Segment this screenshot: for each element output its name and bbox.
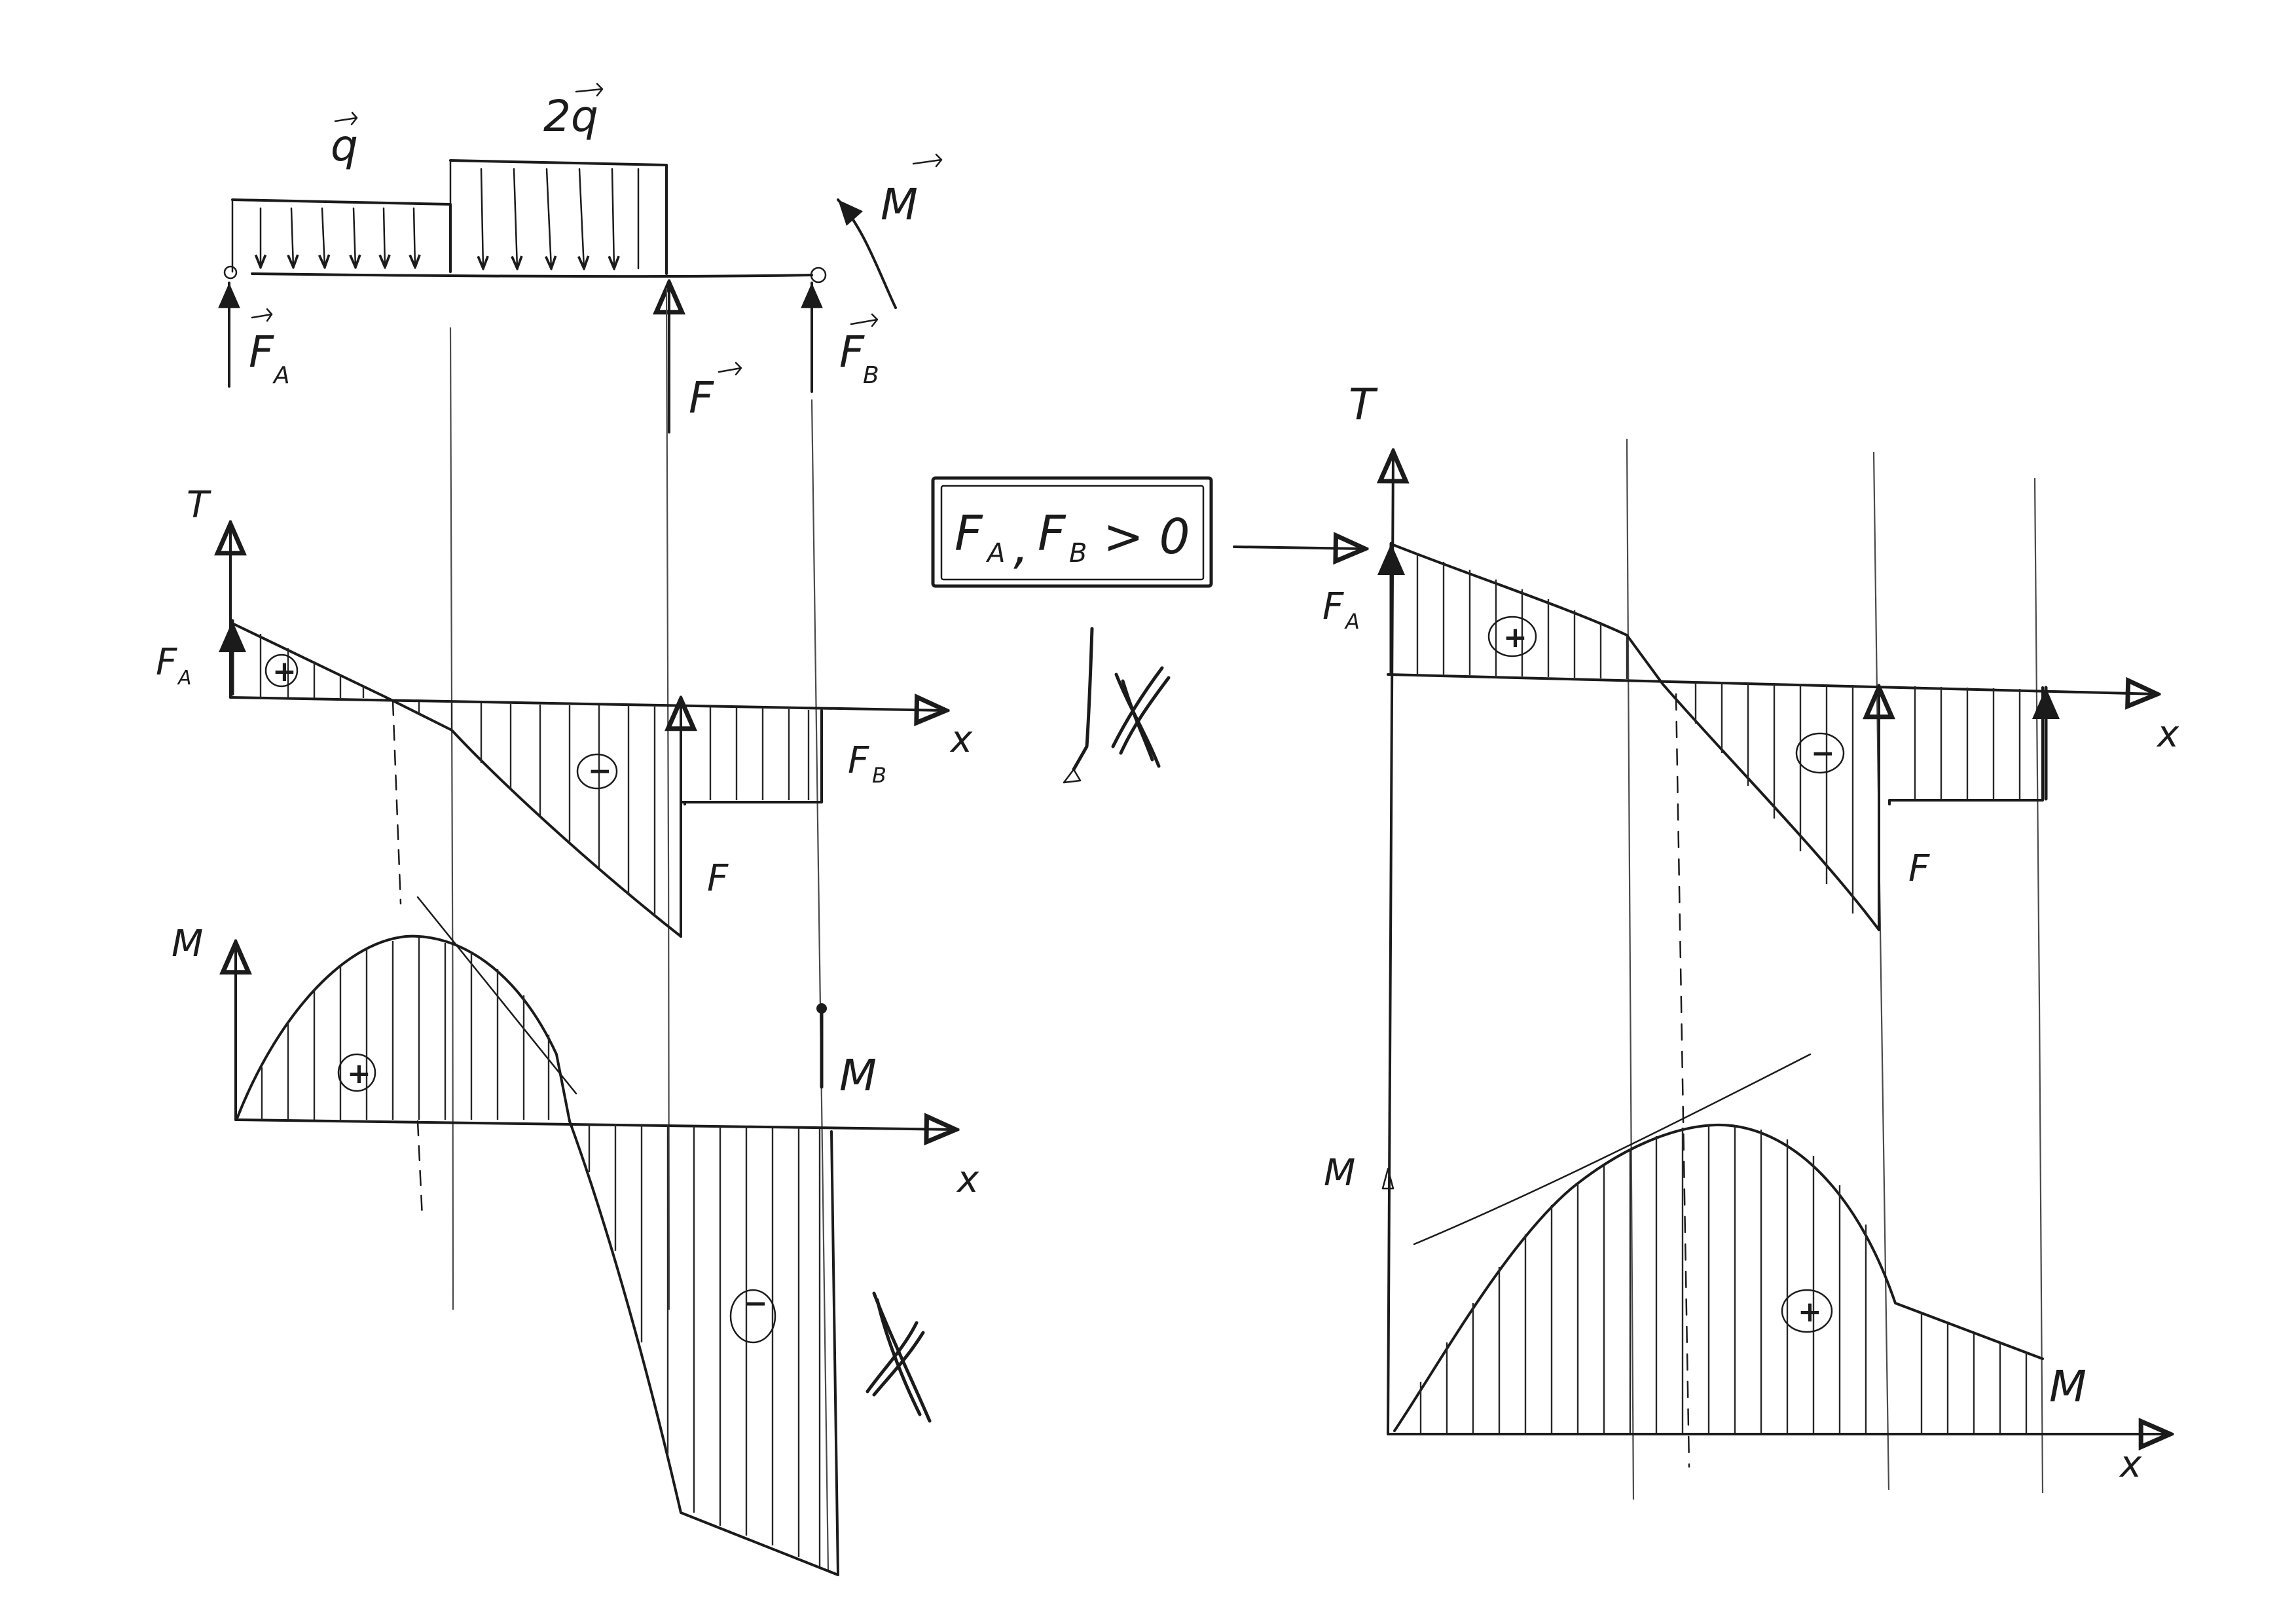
svg-text:A: A [177,667,192,690]
condition-rel: > 0 [1103,509,1190,565]
right-moment-hatch [1419,1125,2028,1433]
left-moment-diagram: M x M [172,896,979,1576]
left-shear-f-label: F [707,857,729,900]
right-moment-curve [1393,1123,2044,1432]
svg-text:,: , [1013,519,1029,575]
left-wrong-cross-mark [866,1291,932,1423]
condition-box: F A , F B > 0 [931,476,1365,784]
construction-lines-left [449,287,829,1572]
left-shear-zero-crossing [392,699,402,905]
support-b [810,267,827,284]
right-shear-hatch-neg [1694,681,2021,913]
left-shear-step [683,709,823,805]
svg-text:B: B [1069,538,1087,568]
support-a [223,265,238,280]
right-shear-fa-label: F [1322,585,1344,628]
reaction-fb-label: F [839,327,865,377]
right-moment-sign-pos: + [1798,1295,1822,1329]
load-q-outline [231,198,452,273]
left-moment-sign-pos: + [347,1057,371,1090]
right-moment-y-label: M [1324,1152,1355,1194]
right-shear-diagram: T x F A F [1322,379,2179,1468]
load-2q-arrows [481,168,640,268]
right-shear-f-label: F [1908,847,1930,890]
left-shear-sign-pos: + [272,655,297,688]
left-shear-sign-neg: − [588,754,612,788]
right-moment-x-label: x [2119,1443,2142,1486]
left-moment-curve-pos [236,934,571,1122]
right-shear-x-label: x [2156,713,2179,756]
applied-moment-label: M [881,179,918,230]
right-shear-step [1888,686,2044,805]
svg-text:A: A [985,538,1005,568]
load-q-label: q [331,120,358,171]
right-moment-m-label: M [2049,1361,2086,1412]
right-shear-hatch-pos [1416,553,1628,679]
left-shear-y-label: T [187,484,211,526]
left-shear-hatch-neg [418,702,810,917]
beam-loading: q 2q F A F F B M [218,83,943,434]
left-shear-fb-label: F [848,739,869,782]
right-shear-y-label: T [1349,379,1378,430]
reaction-fa-label: F [249,327,274,377]
left-shear-x-label: x [949,718,973,761]
svg-text:A: A [1344,609,1360,634]
right-shear-curve [1392,544,1880,931]
load-q-arrows [261,207,415,267]
left-shear-diagram: T x F A F F B [156,484,973,938]
svg-text:B: B [872,763,886,788]
load-2q-label: 2q [543,91,598,141]
beam-line [251,272,813,278]
left-moment-hatch-pos [261,938,550,1120]
left-moment-x-label: x [956,1158,979,1201]
left-moment-m-label: M [839,1050,877,1101]
right-shear-x-axis [1387,673,2157,694]
left-shear-x-axis [229,697,946,710]
left-shear-fa-label: F [156,641,177,684]
svg-text:A: A [272,362,290,389]
applied-moment-arc [837,198,897,309]
construction-lines-right [1626,438,2044,1500]
load-2q-outline [449,159,668,275]
condition-arrow [1233,547,1365,549]
force-f-label: F [689,373,714,423]
right-shear-zero-crossing [1675,693,1690,1468]
left-moment-hatch-neg [588,1124,821,1566]
left-moment-x-axis [234,1120,956,1130]
left-moment-y-label: M [172,923,203,965]
right-shear-sign-pos: + [1503,621,1527,654]
right-shear-sign-neg: − [1811,737,1835,770]
condition-fb: F [1038,506,1066,562]
left-moment-curve-neg [568,1120,839,1576]
left-shear-curve [231,622,682,938]
right-moment-diagram: M x M [1324,1053,2170,1486]
svg-text:B: B [863,362,879,389]
crossed-direction-mark [1063,627,1171,784]
condition-fa: F [955,506,983,562]
left-moment-sign-neg: − [744,1287,768,1320]
